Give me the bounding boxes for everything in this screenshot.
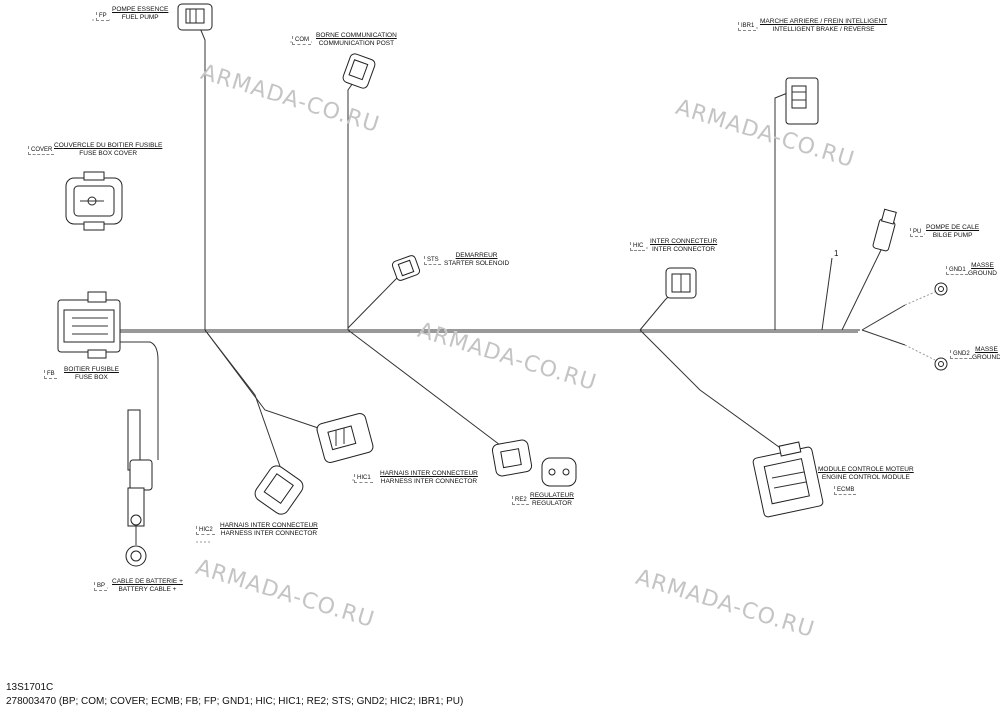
code-cover: COVER bbox=[28, 146, 55, 155]
drawing-number: 13S1701C bbox=[6, 682, 54, 693]
label-sts-en: STARTER SOLENOID bbox=[444, 260, 510, 267]
label-bilge-pump: POMPE DE CALE BILGE PUMP bbox=[926, 224, 979, 240]
label-cover-fr: COUVERCLE DU BOITIER FUSIBLE bbox=[54, 142, 163, 149]
code-gnd1: GND1 bbox=[946, 266, 968, 275]
label-sts-fr: DEMARREUR bbox=[455, 252, 498, 259]
label-fuse-box: BOITIER FUSIBLE FUSE BOX bbox=[64, 366, 119, 382]
label-com-fr: BORNE COMMUNICATION bbox=[316, 32, 397, 39]
main-harness bbox=[120, 27, 906, 473]
label-fuel-pump-en: FUEL PUMP bbox=[121, 14, 159, 21]
label-inter-connector: INTER CONNECTEUR INTER CONNECTOR bbox=[650, 238, 717, 254]
label-starter-solenoid: DEMARREUR STARTER SOLENOID bbox=[444, 252, 509, 268]
code-pu: PU bbox=[910, 228, 924, 237]
label-hic-en: INTER CONNECTOR bbox=[652, 246, 716, 253]
starter-solenoid-connector bbox=[391, 255, 421, 281]
label-hic2-fr: HARNAIS INTER CONNECTEUR bbox=[220, 522, 318, 529]
label-ecmb-fr: MODULE CONTROLE MOTEUR bbox=[818, 466, 914, 473]
code-bp: BP bbox=[94, 582, 108, 591]
communication-post-connector bbox=[342, 53, 376, 89]
code-hic2: HIC2 bbox=[196, 526, 215, 535]
code-com: COM bbox=[292, 36, 311, 45]
label-cover-en: FUSE BOX COVER bbox=[79, 150, 138, 157]
code-fp: FP bbox=[96, 12, 109, 21]
label-gnd2-en: GROUND bbox=[972, 354, 1000, 361]
code-re2: RE2 bbox=[512, 496, 529, 505]
ground-1-terminal bbox=[904, 282, 948, 306]
battery-cable bbox=[125, 409, 153, 567]
code-ecmb: ECMB bbox=[834, 486, 857, 495]
engine-control-module bbox=[752, 441, 824, 518]
label-ecmb-en: ENGINE CONTROL MODULE bbox=[821, 474, 910, 481]
label-fb-en: FUSE BOX bbox=[75, 374, 108, 381]
label-ground-1: MASSE GROUND bbox=[968, 262, 997, 278]
inter-connector bbox=[665, 267, 697, 299]
intelligent-brake-connector bbox=[785, 77, 819, 125]
label-hic1-fr: HARNAIS INTER CONNECTEUR bbox=[380, 470, 478, 477]
code-hic1: HIC1 bbox=[354, 474, 373, 483]
label-gnd2-fr: MASSE bbox=[975, 346, 998, 353]
label-bp-fr: CABLE DE BATTERIE + bbox=[112, 578, 183, 585]
fuel-pump-connector bbox=[177, 3, 213, 31]
harness-inter-connector-1 bbox=[316, 413, 374, 463]
bilge-pump-connector bbox=[872, 208, 897, 252]
code-sts: STS bbox=[424, 256, 441, 265]
label-hic-fr: INTER CONNECTEUR bbox=[650, 238, 718, 245]
label-battery-cable: CABLE DE BATTERIE + BATTERY CABLE + bbox=[112, 578, 183, 594]
label-fuel-pump-fr: POMPE ESSENCE bbox=[112, 6, 169, 13]
label-gnd1-en: GROUND bbox=[968, 270, 997, 277]
code-gnd2: GND2 bbox=[950, 350, 972, 359]
label-ibr1-en: INTELLIGENT BRAKE / REVERSE bbox=[772, 26, 875, 33]
label-pu-en: BILGE PUMP bbox=[932, 232, 973, 239]
label-ibr1-fr: MARCHE ARRIERE / FREIN INTELLIGENT bbox=[760, 18, 888, 25]
callout-number-1: 1 bbox=[834, 249, 839, 258]
label-re2-en: REGULATOR bbox=[532, 500, 572, 507]
label-fb-fr: BOITIER FUSIBLE bbox=[64, 366, 119, 373]
label-fuel-pump: POMPE ESSENCE FUEL PUMP bbox=[112, 6, 168, 22]
label-harness-inter-connector-2: HARNAIS INTER CONNECTEUR HARNESS INTER C… bbox=[220, 522, 318, 538]
label-pu-fr: POMPE DE CALE bbox=[926, 224, 980, 231]
label-com-en: COMMUNICATION POST bbox=[318, 40, 395, 47]
ground-2-terminal bbox=[904, 344, 948, 371]
code-ibr1: IBR1 bbox=[738, 22, 757, 31]
fuse-box-cover bbox=[65, 171, 123, 231]
code-hic: HIC bbox=[630, 242, 646, 251]
label-engine-control-module: MODULE CONTROLE MOTEUR ENGINE CONTROL MO… bbox=[818, 466, 914, 482]
label-regulator: REGULATEUR REGULATOR bbox=[530, 492, 574, 508]
label-re2-fr: REGULATEUR bbox=[530, 492, 574, 499]
label-fuse-box-cover: COUVERCLE DU BOITIER FUSIBLE FUSE BOX CO… bbox=[54, 142, 162, 158]
code-fb: FB bbox=[44, 370, 57, 379]
regulator-connector bbox=[491, 439, 577, 487]
label-hic2-en: HARNESS INTER CONNECTOR bbox=[220, 530, 318, 537]
label-ground-2: MASSE GROUND bbox=[972, 346, 1000, 362]
fuse-box bbox=[57, 291, 121, 359]
label-gnd1-fr: MASSE bbox=[971, 262, 994, 269]
label-bp-en: BATTERY CABLE + bbox=[118, 586, 177, 593]
label-hic1-en: HARNESS INTER CONNECTOR bbox=[380, 478, 478, 485]
label-intelligent-brake: MARCHE ARRIERE / FREIN INTELLIGENT INTEL… bbox=[760, 18, 887, 34]
part-number-list: 278003470 (BP; COM; COVER; ECMB; FB; FP;… bbox=[6, 696, 464, 707]
label-harness-inter-connector-1: HARNAIS INTER CONNECTEUR HARNESS INTER C… bbox=[380, 470, 478, 486]
harness-inter-connector-2 bbox=[254, 465, 304, 515]
label-communication-post: BORNE COMMUNICATION COMMUNICATION POST bbox=[316, 32, 397, 48]
